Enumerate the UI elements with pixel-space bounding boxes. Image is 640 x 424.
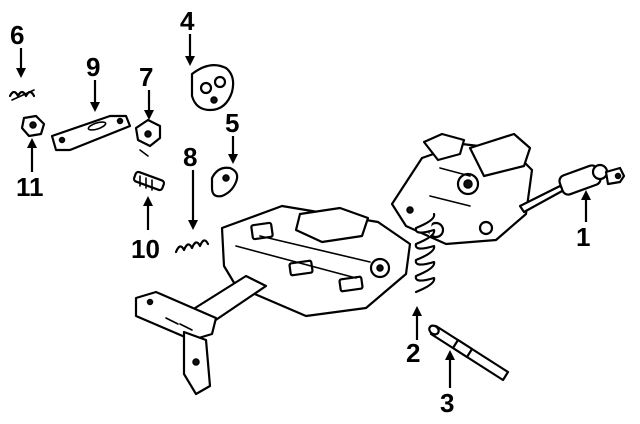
callout-label-4: 4	[180, 6, 195, 36]
part-7-clip	[134, 118, 162, 157]
callout-label-7: 7	[139, 62, 153, 92]
callout-label-10: 10	[131, 234, 160, 264]
part-4-cam-plate	[190, 63, 235, 112]
part-8-spring	[174, 239, 210, 254]
part-10-pin	[132, 170, 166, 192]
callout-label-1: 1	[576, 222, 590, 252]
part-3-rod	[428, 324, 510, 382]
part-2-coil-spring	[414, 212, 436, 294]
part-9-bracket-plate	[50, 114, 132, 152]
callout-label-2: 2	[406, 338, 420, 368]
part-5-pawl	[210, 166, 239, 198]
part-6-spring-clip	[8, 89, 36, 101]
steering-column-housing	[220, 204, 412, 318]
callout-label-6: 6	[10, 20, 24, 50]
part-11-nut	[20, 114, 46, 138]
callout-label-3: 3	[440, 388, 454, 418]
callout-label-5: 5	[225, 108, 239, 138]
callout-label-11: 11	[16, 172, 44, 202]
callout-label-8: 8	[183, 142, 197, 172]
leader-arrows	[16, 34, 591, 388]
callout-label-9: 9	[86, 52, 100, 82]
part-lock-housing	[390, 132, 534, 246]
column-mounting-bracket	[134, 274, 268, 396]
part-1-lock-cylinder	[518, 163, 626, 214]
